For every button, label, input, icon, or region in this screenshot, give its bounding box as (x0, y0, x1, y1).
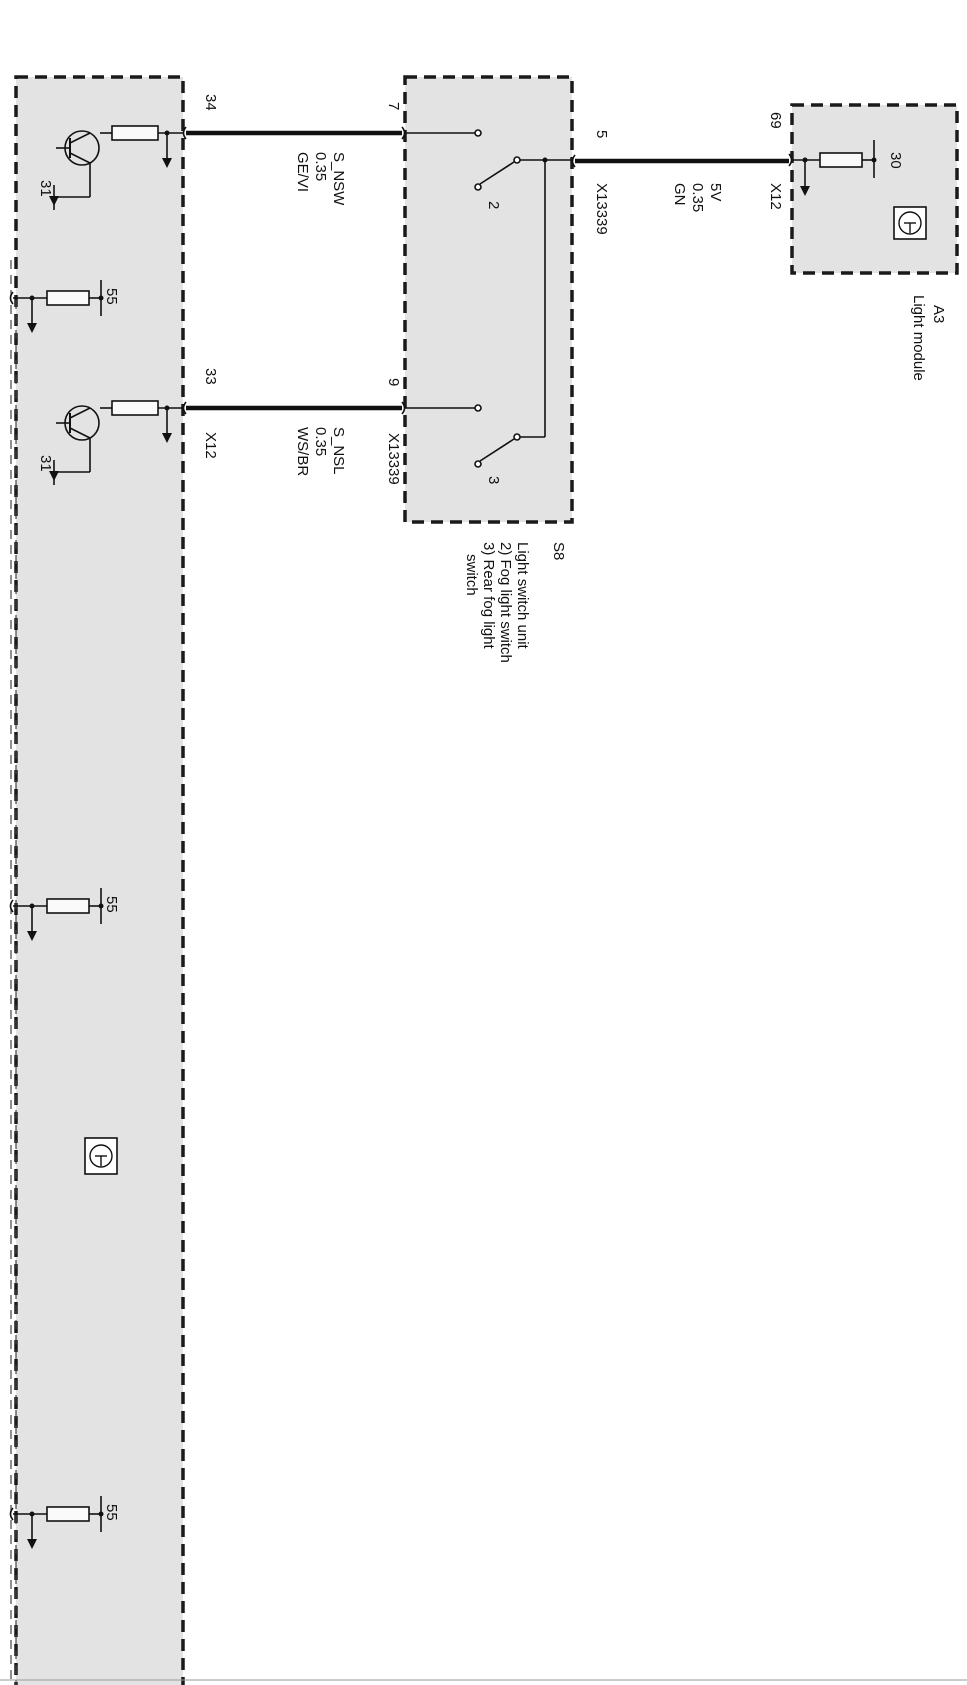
switch-3-lever (479, 438, 515, 462)
supply-55-1: 55 (103, 288, 120, 305)
switch-2-contact (474, 183, 482, 191)
left-pin-33 (182, 401, 187, 415)
switch-pin-5 (571, 154, 576, 168)
light-module-pin-label: 69 (767, 112, 784, 129)
ground-31-bottom: 31 (37, 455, 54, 472)
switch-pin-7 (401, 126, 406, 140)
light-module-supply: 30 (887, 152, 904, 169)
wire-rear-size: 0.35 (312, 427, 329, 456)
ground-arrow-icon (27, 1539, 37, 1549)
resistor-icon (46, 898, 90, 914)
switch-pin-7-label: 7 (385, 102, 402, 110)
switch-pin-5-label: 5 (593, 130, 610, 138)
left-pin-34-label: 34 (202, 94, 219, 111)
ground-arrow-icon (27, 931, 37, 941)
switch-unit-desc-2: 2) Fog light switch (497, 542, 514, 663)
left-connector-label: X12 (202, 432, 219, 459)
light-switch-unit-s8 (401, 75, 576, 524)
supply-55-3: 55 (103, 1504, 120, 1521)
light-module-id: A3 (930, 305, 947, 323)
ecu-icon (84, 1137, 118, 1175)
resistor-icon (819, 152, 863, 168)
ground-31-top: 31 (37, 180, 54, 197)
light-switch-box (403, 75, 574, 524)
switch-connector-bottom: X13339 (385, 433, 402, 485)
switch-unit-name: Light switch unit (514, 542, 531, 650)
light-module-box (790, 103, 959, 275)
ground-arrow-icon (49, 471, 59, 481)
left-pin-33-label: 33 (202, 368, 219, 385)
supply-stage-2 (9, 888, 104, 941)
wire-5v-color: GN (671, 183, 688, 206)
supply-stage-3 (9, 1496, 104, 1549)
wire-fog-color: GE/VI (294, 152, 311, 192)
wire-rear-color: WS/BR (294, 427, 311, 476)
ecu-icon (893, 206, 927, 240)
switch-3-contact (474, 460, 482, 468)
transistor-stage-top (49, 125, 183, 210)
light-module-a3 (788, 103, 959, 275)
switch-connector-top: X13339 (593, 183, 610, 235)
switch-unit-desc-3b: switch (463, 554, 480, 596)
ground-arrow-icon (800, 186, 810, 196)
transistor-icon (56, 405, 100, 441)
switch-3-label: 3 (485, 476, 502, 484)
left-control-module (9, 75, 187, 1685)
wire-fog-size: 0.35 (312, 152, 329, 181)
switch-pin-9-label: 9 (385, 378, 402, 386)
light-module-name: Light module (910, 295, 927, 381)
light-module-pin-69 (788, 153, 793, 167)
switch-unit-desc-3a: 3) Rear fog light (480, 542, 497, 650)
transistor-stage-bottom (49, 400, 183, 485)
wire-fog-signal: S_NSW (330, 152, 347, 206)
transistor-icon (56, 130, 100, 166)
ground-arrow-icon (27, 323, 37, 333)
wire-5v-size: 0.35 (689, 183, 706, 212)
supply-stage-1 (9, 280, 104, 333)
light-module-connector: X12 (767, 183, 784, 210)
wire-rear-signal: S_NSL (330, 427, 347, 475)
switch-2-label: 2 (485, 201, 502, 209)
switch-2-lever (479, 161, 515, 185)
switch-pin-9 (401, 401, 406, 415)
left-pin-34 (182, 126, 187, 140)
supply-55-2: 55 (103, 896, 120, 913)
left-module-box (14, 75, 185, 1685)
ground-arrow-icon (49, 196, 59, 206)
switch-unit-id: S8 (550, 542, 567, 560)
wire-5v-signal: 5V (707, 183, 724, 201)
resistor-icon (46, 290, 90, 306)
resistor-icon (46, 1506, 90, 1522)
